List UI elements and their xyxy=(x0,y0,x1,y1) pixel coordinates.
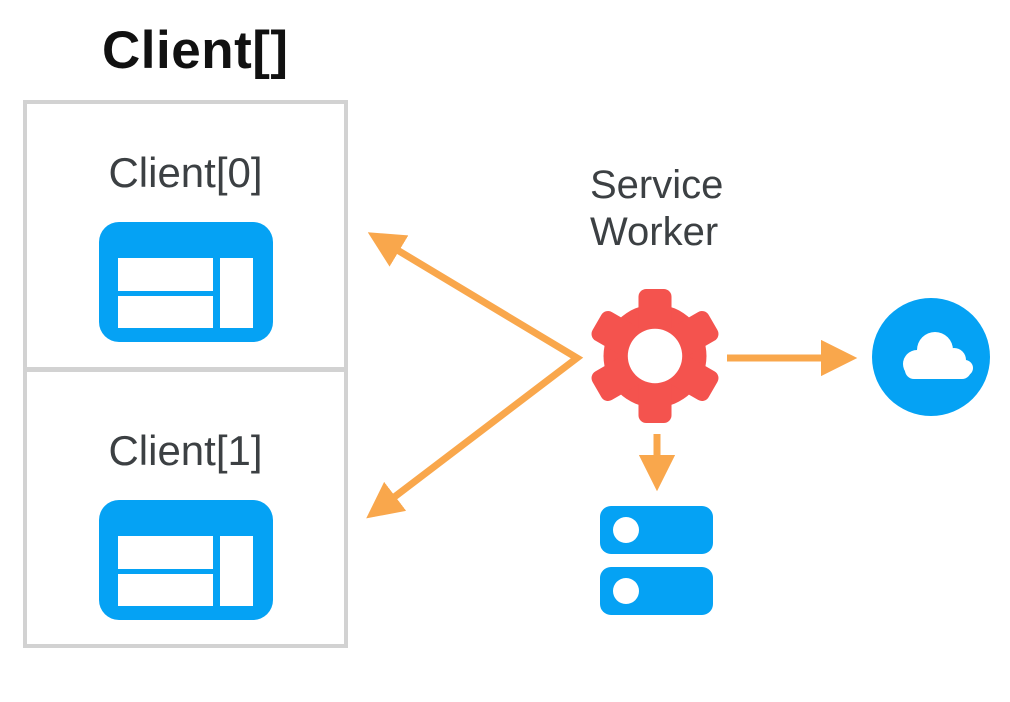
gear-icon xyxy=(587,288,723,424)
clients-group-title: Client[] xyxy=(102,21,289,80)
clients-box: Client[0] Client[1] xyxy=(23,100,348,648)
client-label-0: Client[0] xyxy=(108,149,263,196)
browser-window-icon xyxy=(98,499,273,620)
client-label-1: Client[1] xyxy=(108,426,263,474)
browser-window-icon xyxy=(98,222,273,343)
cloud-icon xyxy=(872,298,990,416)
storage-icon xyxy=(600,506,713,616)
service-worker-label: Service Worker xyxy=(590,163,724,254)
client-cell-0: Client[0] xyxy=(27,104,344,367)
arrow-service-worker-to-clients xyxy=(366,232,584,519)
client-cell-1: Client[1] xyxy=(27,366,344,645)
